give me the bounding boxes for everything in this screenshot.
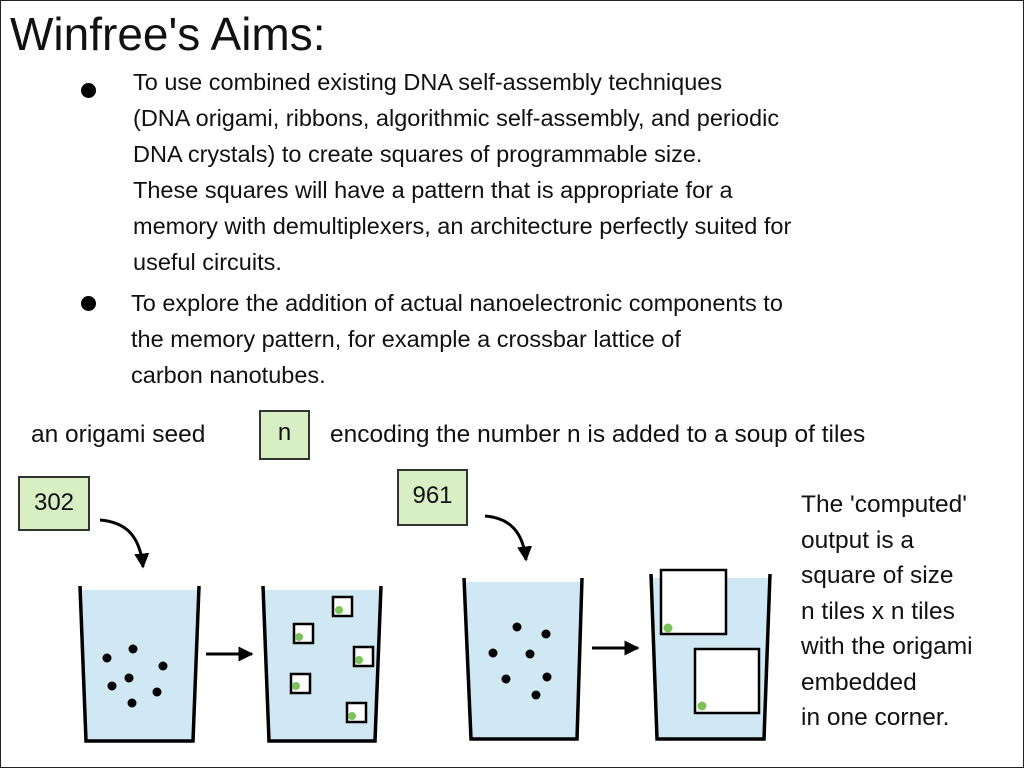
tile-dots — [488, 622, 552, 700]
tile-dots — [102, 644, 168, 708]
bullet-line: (DNA origami, ribbons, algorithmic self-… — [133, 105, 780, 131]
output-explanation: The 'computed' output is a square of siz… — [801, 487, 973, 736]
bullet-line: To explore the addition of actual nanoel… — [131, 290, 783, 316]
seed-label-961: 961 — [397, 469, 468, 526]
bullet-2-text: To explore the addition of actual nanoel… — [131, 285, 783, 393]
output-line: The 'computed' — [801, 491, 967, 518]
seed-symbol-box: n — [259, 410, 310, 460]
output-line: n tiles x n tiles — [801, 597, 955, 625]
assembled-squares — [289, 595, 375, 724]
bullet-line: To use combined existing DNA self-assemb… — [133, 69, 723, 95]
curved-arrow — [99, 518, 150, 569]
seed-label-302: 302 — [18, 476, 90, 531]
assembled-squares — [659, 568, 761, 715]
slide-title: Winfree's Aims: — [10, 8, 326, 60]
bullet-dot — [81, 296, 96, 311]
bullet-line: memory with demultiplexers, an architect… — [133, 213, 792, 239]
bullet-line: These squares will have a pattern that i… — [133, 177, 733, 203]
beaker-tile-soup-1 — [78, 585, 201, 743]
seed-sentence-end: encoding the number n is added to a soup… — [330, 421, 866, 448]
output-line: square of size — [801, 562, 954, 589]
bullet-line: the memory pattern, for example a crossb… — [131, 326, 681, 352]
beaker-tile-soup-2 — [462, 577, 584, 741]
curved-arrow — [484, 514, 533, 562]
beaker-small-squares — [261, 585, 383, 743]
bullet-dot — [81, 83, 96, 98]
bullet-line: carbon nanotubes. — [131, 362, 326, 388]
beaker-large-squares — [649, 568, 772, 741]
origami-seed-dots — [663, 623, 707, 711]
output-line: with the origami — [801, 633, 973, 660]
output-line: output is a — [801, 526, 915, 554]
output-line: in one corner. — [801, 704, 950, 731]
output-line: embedded — [801, 668, 917, 696]
bullet-1-text: To use combined existing DNA self-assemb… — [133, 64, 791, 280]
bullet-line: DNA crystals) to create squares of progr… — [133, 141, 703, 167]
origami-seed-dots — [292, 606, 363, 720]
bullet-line: useful circuits. — [133, 249, 282, 275]
seed-sentence-start: an origami seed — [31, 421, 206, 448]
